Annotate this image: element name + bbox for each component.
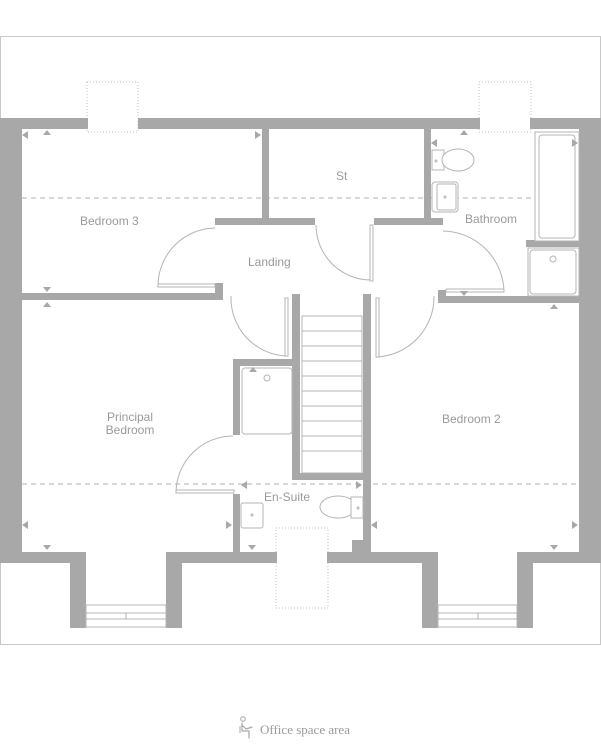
walls — [0, 118, 601, 628]
door-store[interactable] — [315, 224, 374, 282]
seated-person-icon — [238, 716, 256, 744]
door-bedroom-3[interactable] — [157, 227, 216, 288]
bathroom-wc — [431, 148, 475, 172]
window-bottom-left — [85, 604, 167, 628]
room-label-principal-line2: Bedroom — [105, 423, 155, 437]
en-suite-basin — [240, 502, 264, 529]
en-suite-wc — [319, 495, 364, 519]
room-label-bedroom-3: Bedroom 3 — [80, 214, 139, 228]
room-label-en-suite: En-Suite — [264, 490, 311, 504]
door-en-suite[interactable] — [175, 435, 235, 494]
bathroom-basin — [431, 181, 459, 213]
staircase — [301, 315, 363, 474]
roof-window-outline-right — [478, 81, 532, 133]
legend-label: Office space area — [260, 722, 350, 737]
window-bottom-right — [437, 604, 518, 628]
door-bedroom-2[interactable] — [375, 295, 435, 358]
roof-window-outline-left — [86, 81, 139, 133]
dimension-arrows — [22, 130, 578, 550]
bathtub — [534, 131, 580, 242]
legend: Office space area — [238, 716, 350, 744]
room-label-principal-bedroom: Principal Bedroom — [100, 411, 160, 437]
room-label-bathroom: Bathroom — [465, 212, 518, 226]
bathroom-shower — [527, 247, 580, 297]
door-principal-bedroom[interactable] — [230, 295, 289, 357]
roof-window-outline-bottom — [275, 527, 329, 609]
en-suite-shower — [241, 367, 293, 435]
room-label-landing: Landing — [248, 255, 291, 269]
room-label-bedroom-2: Bedroom 2 — [442, 412, 501, 426]
room-label-principal-line1: Principal — [106, 410, 154, 424]
door-bathroom[interactable] — [442, 230, 505, 293]
room-label-store: St — [336, 169, 348, 183]
